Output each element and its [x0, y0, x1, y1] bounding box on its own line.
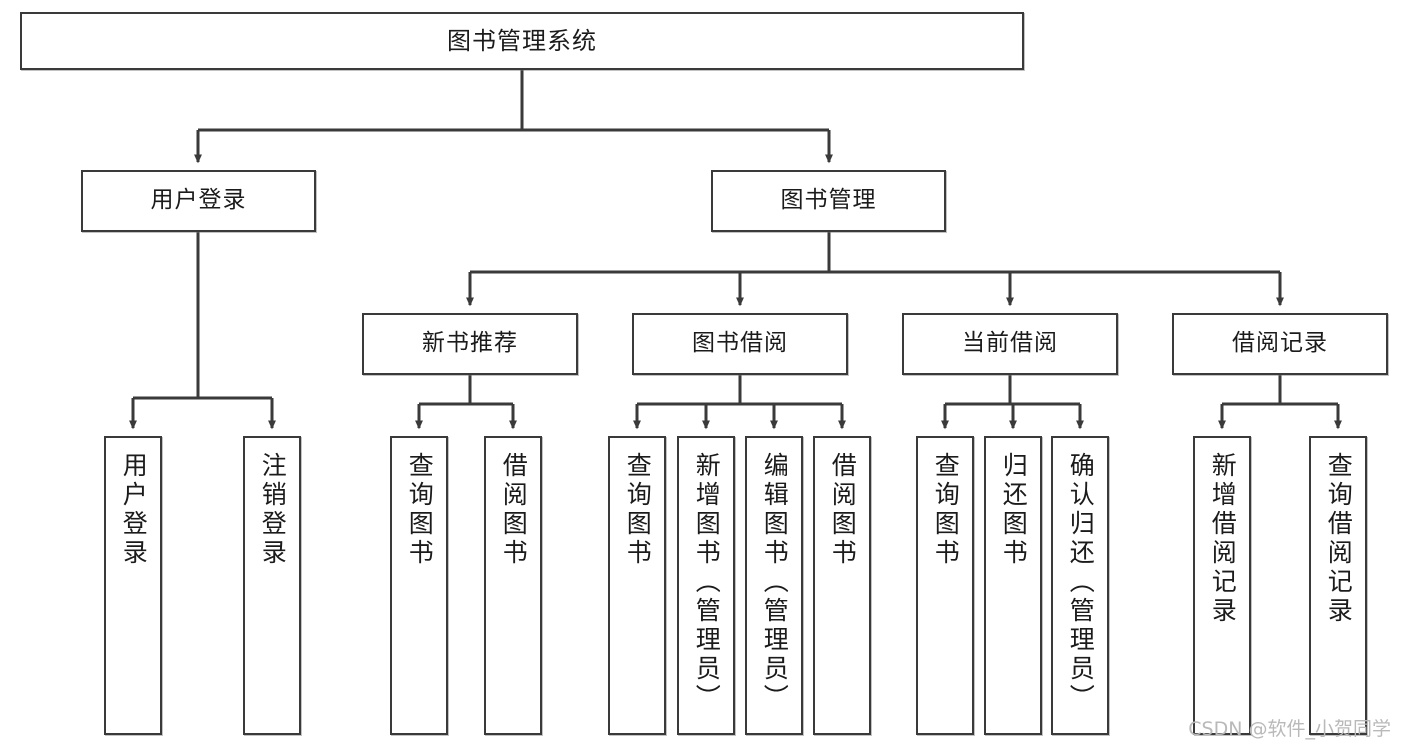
leaf-user-login-login[interactable]: 用户登录: [104, 436, 162, 735]
node-label: 确认归还（管理员）: [1066, 452, 1096, 713]
leaf-book-borrow-borrow-book[interactable]: 借阅图书: [813, 436, 871, 735]
node-label: 新增图书（管理员）: [692, 452, 722, 713]
node-book-borrowing[interactable]: 图书借阅: [632, 313, 848, 375]
leaf-current-borrow-confirm-return-admin[interactable]: 确认归还（管理员）: [1051, 436, 1109, 735]
node-borrowing-record[interactable]: 借阅记录: [1172, 313, 1388, 375]
leaf-record-query-borrow-record[interactable]: 查询借阅记录: [1309, 436, 1367, 735]
node-label: 归还图书: [999, 452, 1029, 568]
node-book-management-system[interactable]: 图书管理系统: [20, 12, 1024, 70]
leaf-book-borrow-query-book[interactable]: 查询图书: [608, 436, 666, 735]
node-current-borrowing[interactable]: 当前借阅: [902, 313, 1118, 375]
node-label: 查询图书: [623, 452, 653, 568]
node-label: 注销登录: [258, 452, 288, 568]
node-label: 用户登录: [150, 187, 247, 214]
leaf-record-add-borrow-record[interactable]: 新增借阅记录: [1193, 436, 1251, 735]
node-label: 当前借阅: [962, 330, 1058, 357]
leaf-user-login-logout[interactable]: 注销登录: [243, 436, 301, 735]
node-label: 用户登录: [119, 452, 149, 568]
node-label: 图书管理系统: [447, 26, 597, 55]
leaf-current-borrow-return-book[interactable]: 归还图书: [984, 436, 1042, 735]
node-label: 借阅图书: [499, 452, 529, 568]
node-label: 查询借阅记录: [1324, 452, 1354, 626]
node-label: 借阅图书: [828, 452, 858, 568]
node-label: 图书管理: [780, 187, 877, 214]
leaf-current-borrow-query-book[interactable]: 查询图书: [916, 436, 974, 735]
node-user-login[interactable]: 用户登录: [81, 170, 316, 232]
node-label: 新增借阅记录: [1208, 452, 1238, 626]
node-book-management[interactable]: 图书管理: [711, 170, 946, 232]
node-label: 借阅记录: [1232, 330, 1328, 357]
leaf-book-borrow-add-book-admin[interactable]: 新增图书（管理员）: [677, 436, 735, 735]
node-label: 新书推荐: [422, 330, 518, 357]
node-label: 编辑图书（管理员）: [760, 452, 790, 713]
node-label: 查询图书: [931, 452, 961, 568]
leaf-new-book-borrow-book[interactable]: 借阅图书: [484, 436, 542, 735]
node-label: 查询图书: [405, 452, 435, 568]
leaf-new-book-query-book[interactable]: 查询图书: [390, 436, 448, 735]
node-new-book-recommendation[interactable]: 新书推荐: [362, 313, 578, 375]
leaf-book-borrow-edit-book-admin[interactable]: 编辑图书（管理员）: [745, 436, 803, 735]
node-label: 图书借阅: [692, 330, 788, 357]
